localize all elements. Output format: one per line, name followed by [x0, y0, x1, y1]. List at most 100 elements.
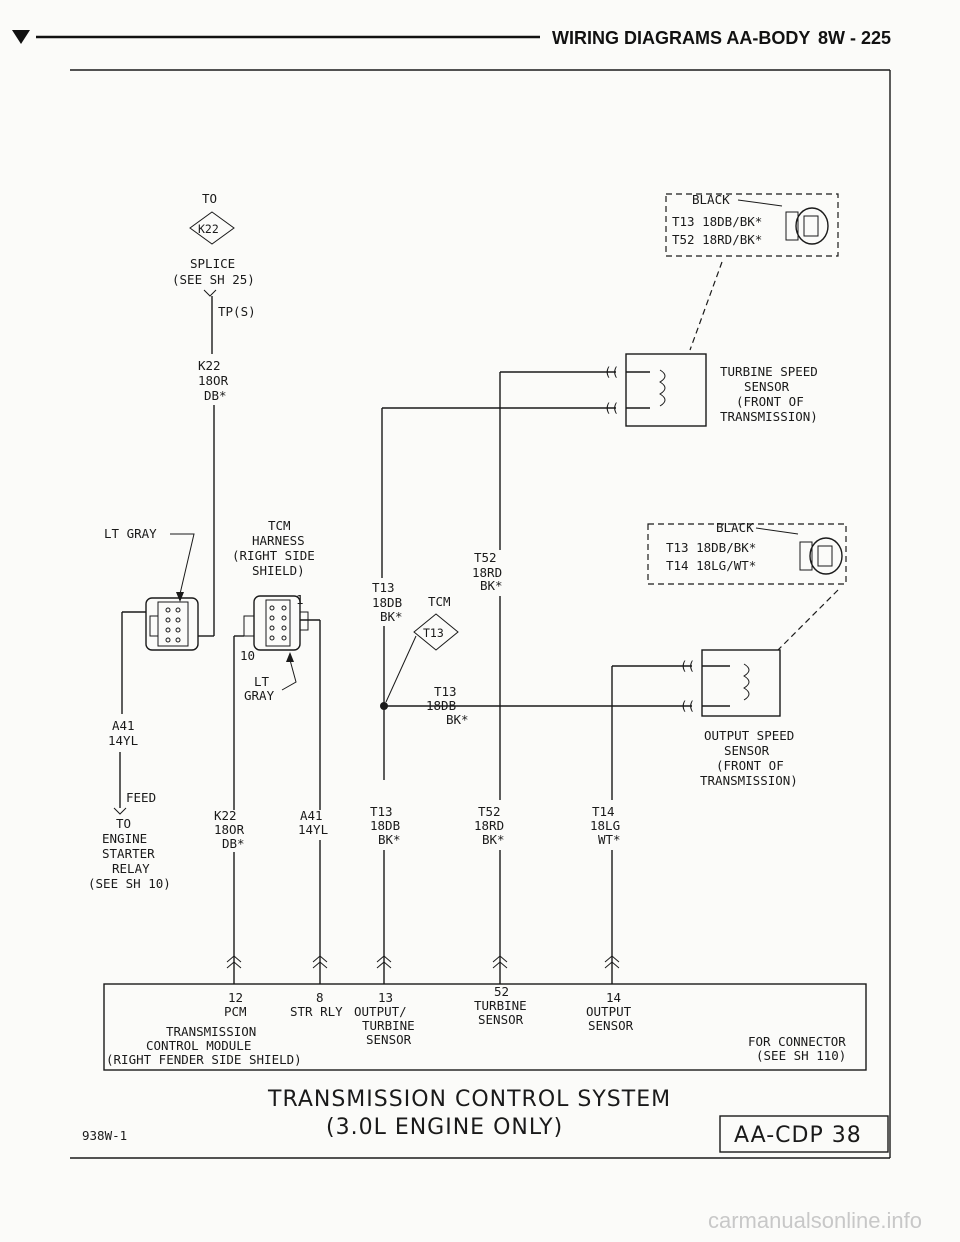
feed-arrow	[113, 807, 127, 815]
connector-mid-icon	[799, 537, 843, 575]
t14b-color: WT*	[598, 832, 621, 847]
a41-label: A41	[112, 718, 135, 733]
connector-mid-pin2: T14 18LG/WT*	[666, 558, 756, 573]
module-location: (RIGHT FENDER SIDE SHIELD)	[106, 1052, 302, 1067]
k22-label: K22	[198, 358, 221, 373]
connector-mid-box	[647, 523, 847, 585]
output-sensor-line4: TRANSMISSION)	[700, 773, 798, 788]
pin12: 12	[228, 990, 243, 1005]
tcm-harness-line2: HARNESS	[252, 533, 305, 548]
header-title: WIRING DIAGRAMS AA-BODY	[552, 28, 810, 48]
turbine-sensor-line1: TURBINE SPEED	[720, 364, 818, 379]
pin52-label2: SENSOR	[478, 1012, 524, 1027]
k22b-gauge: 18OR	[214, 822, 245, 837]
tcm-lt: LT	[254, 674, 270, 689]
t52a-color: BK*	[480, 578, 503, 593]
a41b-label: A41	[300, 808, 323, 823]
t13b-gauge: 18DB	[426, 698, 456, 713]
watermark: carmanualsonline.info	[708, 1208, 922, 1233]
splice-tp: TP(S)	[218, 304, 256, 319]
splice-label: SPLICE	[190, 256, 235, 271]
turbine-term-a: ((	[604, 364, 619, 379]
t13a-color: BK*	[380, 609, 403, 624]
connector-top-pin1: T13 18DB/BK*	[672, 214, 762, 229]
splice-ref-diamond	[189, 211, 235, 245]
tcm-harness-line4: SHIELD)	[252, 563, 305, 578]
connector-mid-leader	[755, 527, 799, 535]
connector-top-callout	[689, 261, 723, 351]
pin13-label2: TURBINE	[362, 1018, 415, 1033]
diagram-title-line1: TRANSMISSION CONTROL SYSTEM	[267, 1087, 671, 1112]
tcm-harness-line1: TCM	[268, 518, 291, 533]
output-sensor-line1: OUTPUT SPEED	[704, 728, 794, 743]
pin14: 14	[606, 990, 621, 1005]
tcm-pin10: 10	[240, 648, 255, 663]
t13b-label: T13	[434, 684, 457, 699]
tcm-gray-arrow	[286, 652, 294, 662]
header-triangle-icon	[12, 30, 30, 44]
k22b-color: DB*	[222, 836, 245, 851]
t13c-color: BK*	[378, 832, 401, 847]
pin13: 13	[378, 990, 393, 1005]
diagram-title-line2: (3.0L ENGINE ONLY)	[326, 1115, 563, 1140]
output-term-a: ((	[680, 658, 695, 673]
pin14-label1: OUTPUT	[586, 1004, 632, 1019]
t52a-gauge: 18RD	[472, 565, 502, 580]
t52b-label: T52	[478, 804, 501, 819]
lt-gray-leader	[170, 533, 195, 595]
feed-dest4: (SEE SH 10)	[88, 876, 171, 891]
tcm-ref: T13	[423, 626, 444, 640]
t14b-label: T14	[592, 804, 615, 819]
output-sensor-line2: SENSOR	[724, 743, 770, 758]
turbine-sensor-line4: TRANSMISSION)	[720, 409, 818, 424]
pin14-label2: SENSOR	[588, 1018, 634, 1033]
turbine-sensor-box	[625, 353, 707, 427]
a41-gauge: 14YL	[108, 733, 138, 748]
footer-code: 938W-1	[82, 1128, 127, 1143]
module-name1: TRANSMISSION	[166, 1024, 256, 1039]
pin13-label1: OUTPUT/	[354, 1004, 407, 1019]
lt-gray-arrow	[176, 592, 184, 602]
output-term-b: ((	[680, 698, 695, 713]
feed-label: FEED	[126, 790, 156, 805]
pin52: 52	[494, 984, 509, 999]
connector-mid-callout	[777, 589, 839, 651]
connector-mid-pin1: T13 18DB/BK*	[666, 540, 756, 555]
t13a-label: T13	[372, 580, 395, 595]
connector-top-icon	[785, 207, 829, 245]
connector-top-box	[665, 193, 839, 257]
t13b-color: BK*	[446, 712, 469, 727]
tcm-ref-leader	[385, 635, 417, 703]
tcm-ref-diamond	[413, 613, 459, 651]
a41b-gauge: 14YL	[298, 822, 328, 837]
k22-gauge: 18OR	[198, 373, 229, 388]
lt-gray-label: LT GRAY	[104, 526, 157, 541]
splice-to: TO	[202, 191, 217, 206]
tcm-gray: GRAY	[244, 688, 275, 703]
module-name2: CONTROL MODULE	[146, 1038, 251, 1053]
pin13-label3: SENSOR	[366, 1032, 412, 1047]
t13c-label: T13	[370, 804, 393, 819]
header-page-number: 8W - 225	[818, 28, 891, 48]
tcm-ref-label: TCM	[428, 594, 451, 609]
turbine-term-b: ((	[604, 400, 619, 415]
turbine-sensor-line3: (FRONT OF	[736, 394, 804, 409]
t13a-gauge: 18DB	[372, 595, 402, 610]
splice-ref: K22	[198, 222, 219, 236]
connector-ref2: (SEE SH 110)	[756, 1048, 846, 1063]
pin52-label1: TURBINE	[474, 998, 527, 1013]
t13c-gauge: 18DB	[370, 818, 400, 833]
k22-color: DB*	[204, 388, 227, 403]
splice-arrow	[203, 289, 217, 297]
connector-mid-color: BLACK	[716, 520, 754, 535]
pin12-label: PCM	[224, 1004, 247, 1019]
output-sensor-box	[701, 649, 781, 717]
splice-see: (SEE SH 25)	[172, 272, 255, 287]
tcm-pin1: 1	[296, 592, 304, 607]
tcm-module-box	[103, 983, 867, 1071]
footer-ref: AA-CDP 38	[734, 1123, 862, 1148]
connector-ref1: FOR CONNECTOR	[748, 1034, 846, 1049]
k22b-label: K22	[214, 808, 237, 823]
